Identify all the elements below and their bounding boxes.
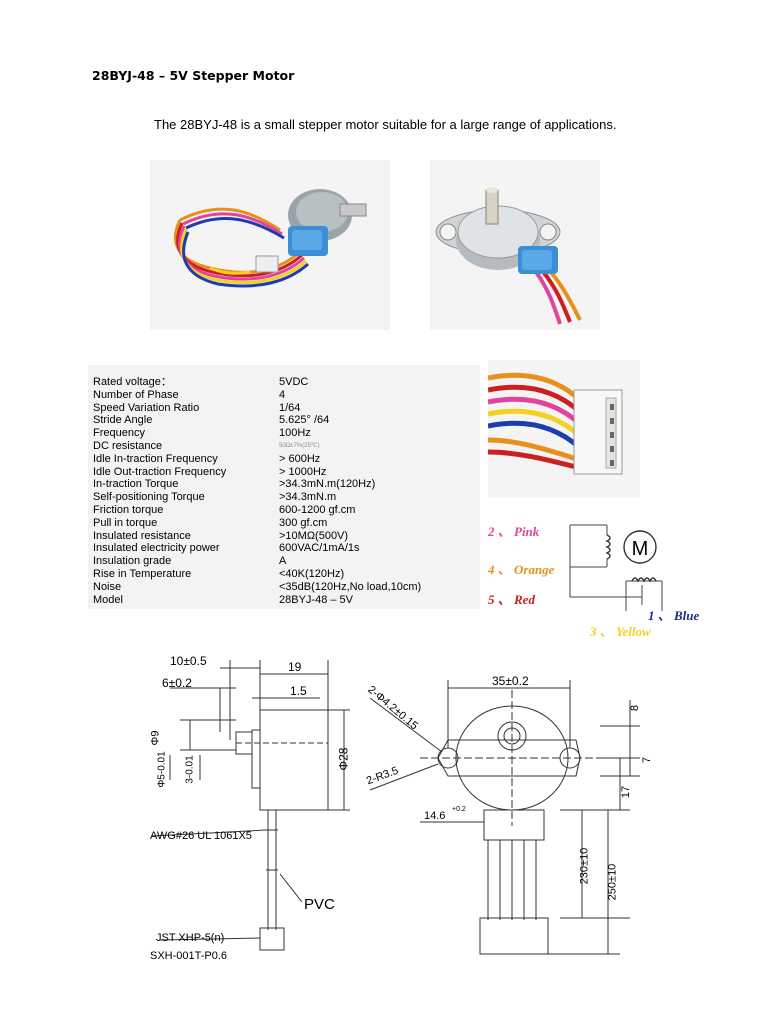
spec-value: 28BYJ-48 – 5V xyxy=(279,593,353,606)
dim-6: 6±0.2 xyxy=(162,676,192,690)
dim-3: 3-0.01 xyxy=(184,755,196,784)
spec-value: <40K(120Hz) xyxy=(279,567,345,580)
spec-key: Insulation grade xyxy=(93,555,172,568)
spec-value: > 600Hz xyxy=(279,452,321,465)
spec-value: 100Hz xyxy=(279,427,311,440)
spec-key: Noise xyxy=(93,580,122,593)
wire-label-orange: 4 、 Orange xyxy=(488,562,555,577)
wiring-diagram: M 2 、 Pink 4 、 Orange 5 、 Red 1 、 Blue 3… xyxy=(482,505,732,645)
dim-8: 8 xyxy=(629,704,642,712)
dim-10: 10±0.5 xyxy=(170,654,207,668)
page-title: 28BYJ-48 – 5V Stepper Motor xyxy=(92,68,295,83)
wire-label-pink: 2 、 Pink xyxy=(488,524,540,539)
spec-key: Stride Angle xyxy=(93,414,153,427)
technical-drawing: 10±0.5 6±0.2 19 1.5 Φ9 Φ5-0.01 3-0.01 Φ2… xyxy=(40,640,730,975)
spec-key: Rise in Temperature xyxy=(93,567,192,580)
sxh-label: SXH-001T-P0.6 xyxy=(150,950,228,962)
dim-phi9: Φ9 xyxy=(149,730,162,746)
spec-value: > 1000Hz xyxy=(279,465,327,478)
dim-19: 19 xyxy=(288,660,302,674)
spec-value: >34.3mN.m(120Hz) xyxy=(279,478,376,491)
dim-14-6-tol: +0.2 xyxy=(452,806,466,813)
spec-key: In-traction Torque xyxy=(93,478,179,491)
dim-250: 250±10 xyxy=(606,863,619,901)
motor-photo-side xyxy=(150,160,390,330)
intro-text: The 28BYJ-48 is a small stepper motor su… xyxy=(154,117,617,132)
dim-17: 17 xyxy=(620,785,633,799)
spec-key: Speed Variation Ratio xyxy=(93,401,200,414)
dim-phi5: Φ5-0.01 xyxy=(156,751,168,788)
spec-key: DC resistance xyxy=(93,439,163,452)
spec-value: 1/64 xyxy=(279,401,301,414)
spec-value: <35dB(120Hz,No load,10cm) xyxy=(279,580,422,593)
spec-key: Insulated resistance xyxy=(93,529,191,542)
spec-key: Self-positioning Torque xyxy=(93,491,205,504)
spec-key: Idle In-traction Frequency xyxy=(93,452,218,465)
pvc-label: PVC xyxy=(304,896,335,913)
dim-35: 35±0.2 xyxy=(492,674,529,688)
technical-drawing-svg xyxy=(151,660,640,955)
spec-value: 600-1200 gf.cm xyxy=(279,503,356,516)
spec-value: 5VDC xyxy=(279,376,309,388)
dim-phi28: Φ28 xyxy=(336,747,351,771)
spec-value: 300 gf.cm xyxy=(279,516,328,529)
awg-label: AWG#26 UL 1061X5 xyxy=(150,830,252,842)
spec-value: 600VAC/1mA/1s xyxy=(279,542,360,555)
spec-key: Insulated electricity power xyxy=(93,542,220,555)
wire-label-blue: 1 、 Blue xyxy=(648,608,700,623)
spec-value: 50Ω±7%(25℃) xyxy=(279,442,320,449)
jst-label: JST XHP-5(n) xyxy=(156,932,225,944)
spec-key: Rated voltage： xyxy=(93,376,172,388)
spec-value: 5.625° /64 xyxy=(279,414,330,427)
spec-value: 4 xyxy=(279,388,286,401)
spec-value: >34.3mN.m xyxy=(279,491,337,504)
dim-7: 7 xyxy=(641,756,654,764)
motor-symbol-label: M xyxy=(632,538,649,560)
spec-key: Model xyxy=(93,593,123,606)
spec-key: Frequency xyxy=(93,427,145,440)
wire-label-red: 5 、 Red xyxy=(488,592,535,607)
dim-14-6: 14.6 xyxy=(424,810,446,822)
spec-table-background xyxy=(88,365,480,609)
motor-photo-front xyxy=(430,160,600,330)
connector-photo xyxy=(487,360,640,498)
spec-key: Idle Out-traction Frequency xyxy=(93,465,227,478)
spec-value: >10MΩ(500V) xyxy=(279,529,349,542)
wire-label-yellow: 3 、 Yellow xyxy=(590,624,651,639)
spec-value: A xyxy=(279,555,287,568)
dim-1-5: 1.5 xyxy=(290,684,307,698)
dim-230: 230±10 xyxy=(578,847,591,885)
spec-key: Number of Phase xyxy=(93,388,179,401)
spec-key: Pull in torque xyxy=(93,516,158,529)
spec-key: Friction torque xyxy=(93,503,164,516)
